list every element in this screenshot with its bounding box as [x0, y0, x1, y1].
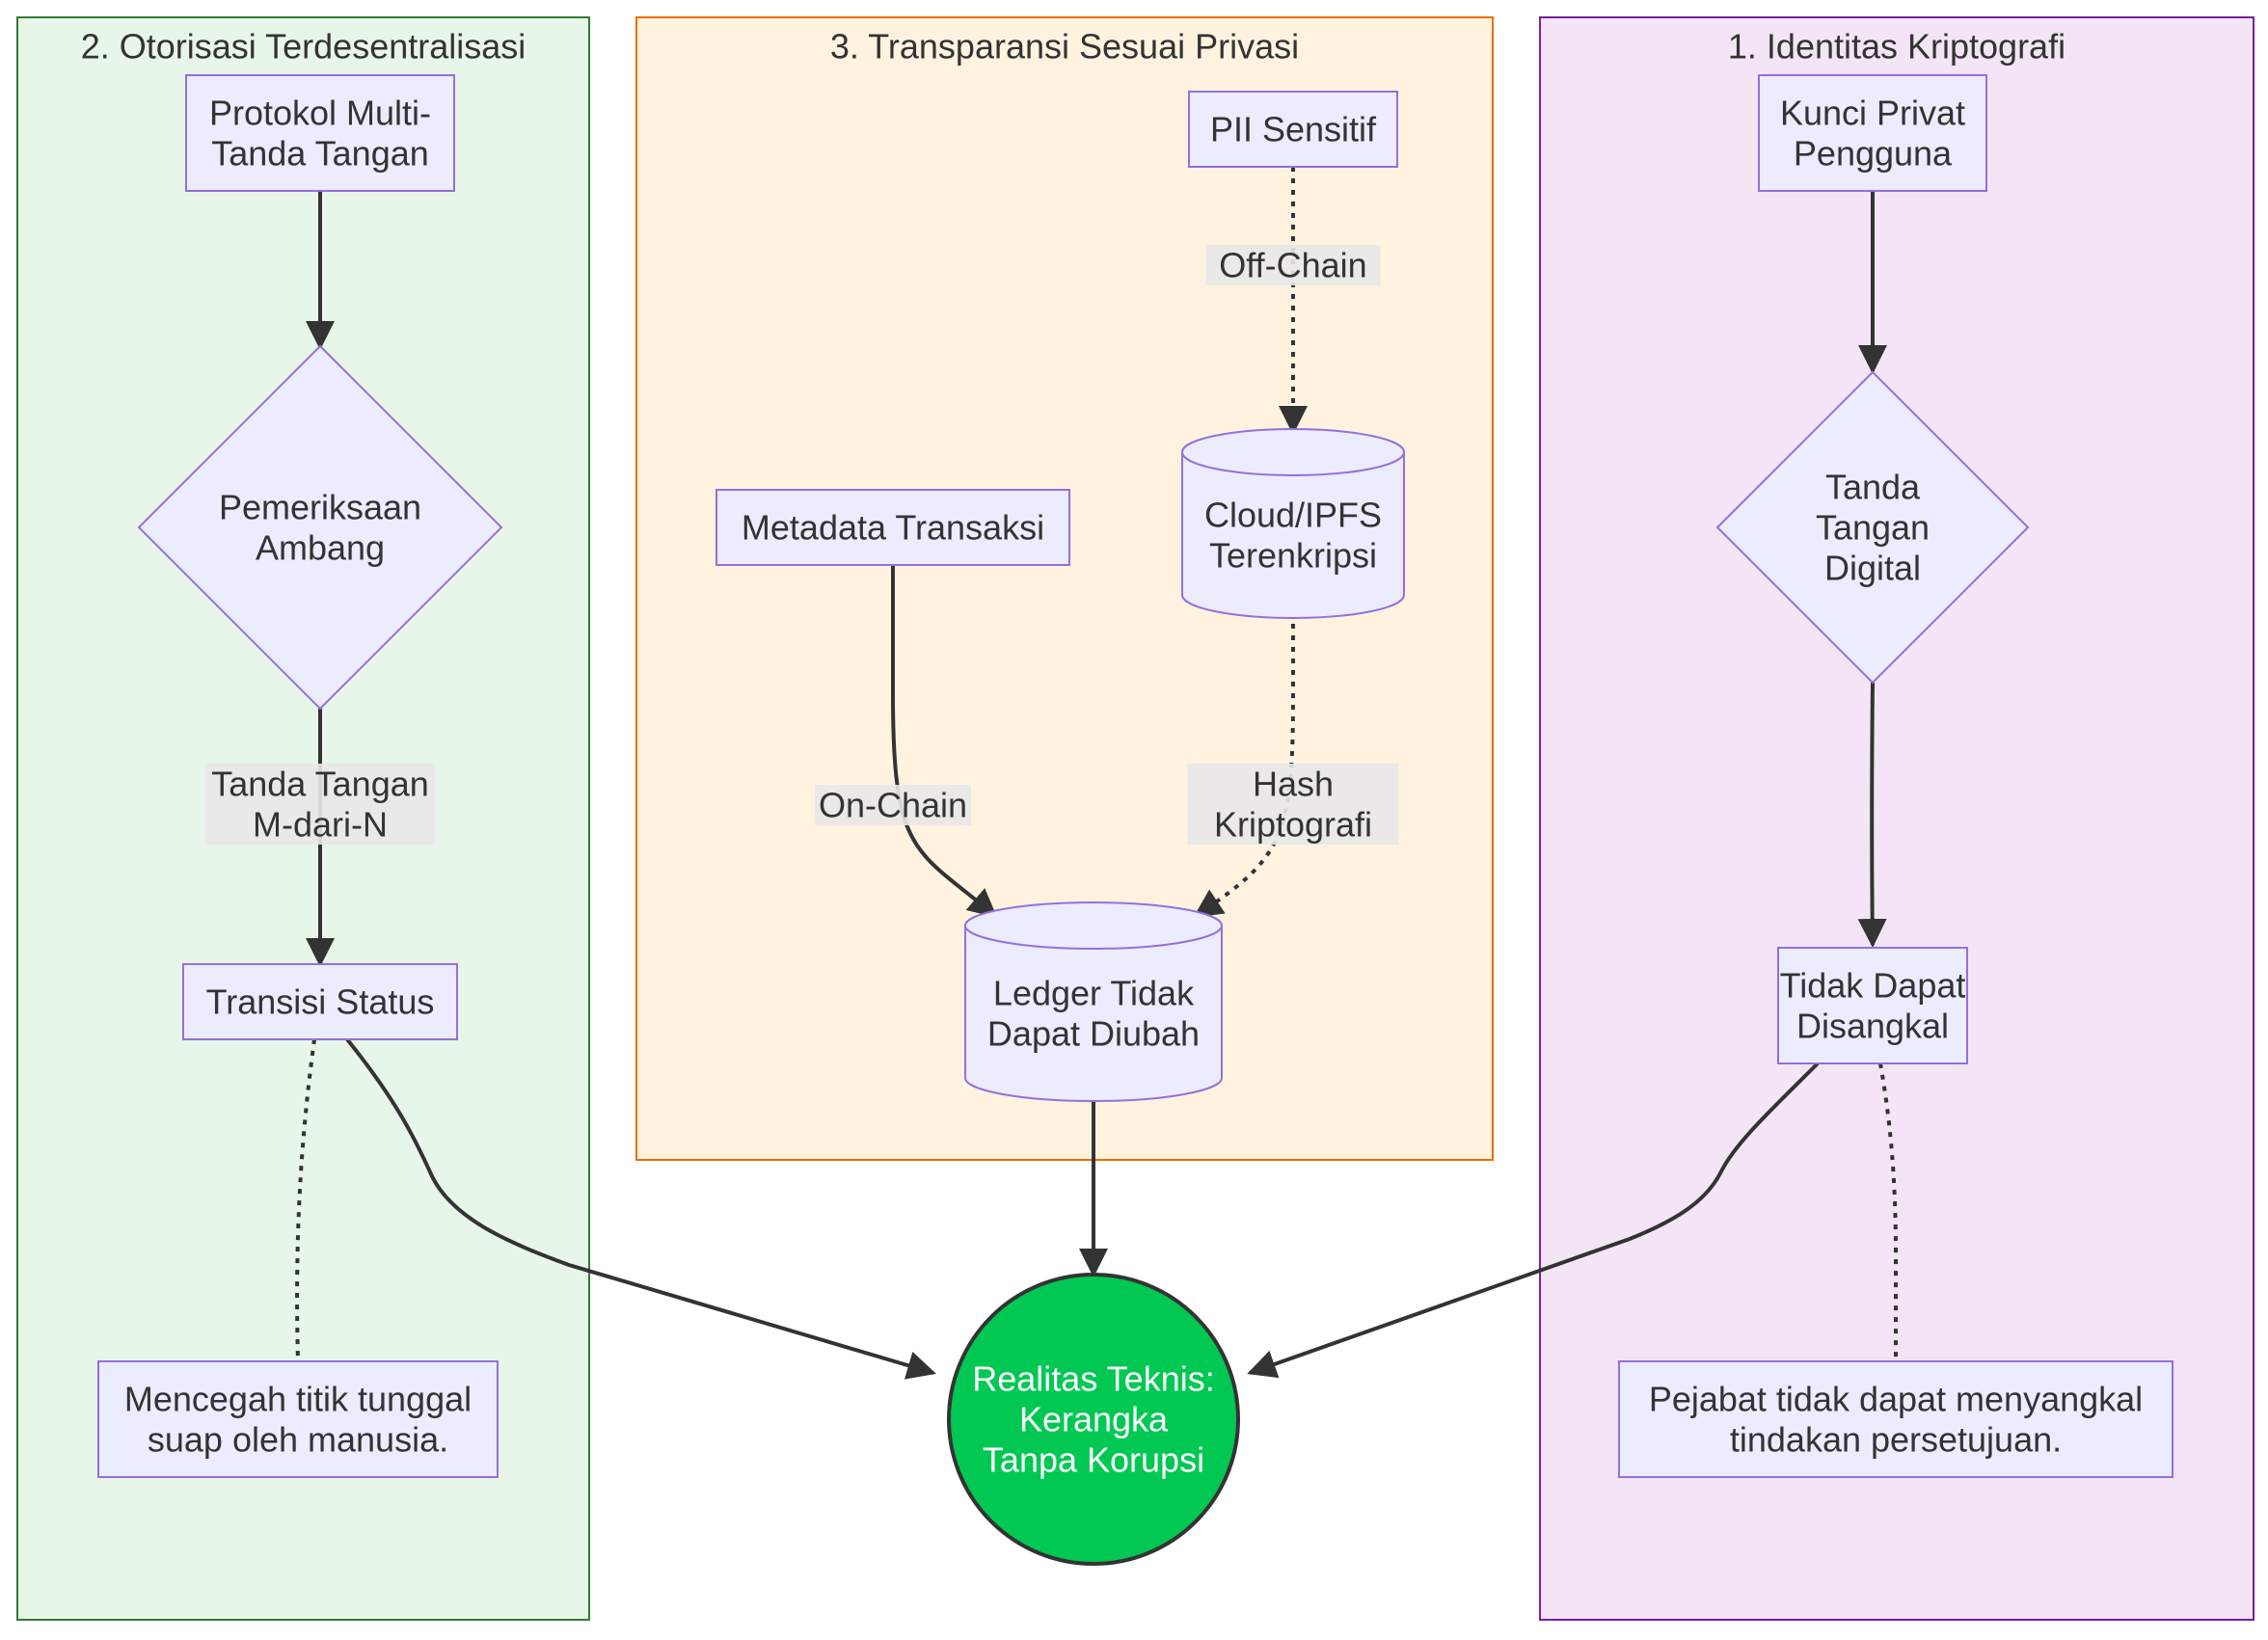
node-multisig: Protokol Multi-Tanda Tangan [185, 74, 455, 192]
node-final-line-3: Tanpa Korupsi [983, 1440, 1204, 1480]
node-multisig-line-1: Protokol Multi- [209, 94, 431, 133]
edge-state-to-bribe [295, 1038, 316, 1362]
node-bribe-line-2: suap oleh manusia. [148, 1420, 448, 1460]
edge-label-pii-line-1: Off-Chain [1219, 246, 1366, 285]
edge-label-bg [1205, 245, 1381, 285]
edge-label-meta-to-ledger: On-Chain [815, 785, 971, 825]
node-multisig-shape [185, 74, 455, 192]
node-state-line-1: Transisi Status [206, 982, 435, 1022]
group-g3-title: 3. Transparansi Sesuai Privasi [830, 27, 1299, 67]
node-privkey-shape [1758, 74, 1987, 192]
node-pii: PII Sensitif [1188, 91, 1398, 168]
node-ledger-line-1: Ledger Tidak [993, 974, 1195, 1013]
edge-nonrep-to-final [1247, 1062, 1820, 1379]
group-g2-title: 2. Otorisasi Terdesentralisasi [81, 27, 526, 67]
node-threshold-line-1: Pemeriksaan [219, 488, 421, 527]
edges [295, 167, 1898, 1380]
node-cloud-rim [1181, 451, 1405, 476]
node-cloud-line-2: Terenkripsi [1209, 536, 1377, 576]
edge-label-bg [815, 785, 971, 825]
node-official-shape [1618, 1360, 2174, 1478]
edge-sig-to-nonrep [1857, 682, 1887, 948]
node-meta: Metadata Transaksi [716, 489, 1070, 566]
node-sig-line-3: Digital [1824, 549, 1921, 588]
edge-label-cloud-line-2: Kriptografi [1214, 805, 1372, 845]
nodes: Protokol Multi-Tanda TanganPemeriksaanAm… [97, 74, 2174, 1566]
node-multisig-line-2: Tanda Tangan [211, 134, 429, 174]
node-sig-line-2: Tangan [1816, 508, 1930, 548]
node-meta-line-1: Metadata Transaksi [742, 508, 1044, 548]
node-final-shape [947, 1273, 1240, 1566]
node-pii-shape [1188, 91, 1398, 168]
node-final-line-1: Realitas Teknis: [972, 1359, 1214, 1399]
node-nonrep-line-2: Disangkal [1796, 1007, 1949, 1046]
node-state-shape [182, 963, 458, 1040]
edge-label-pii-to-cloud: Off-Chain [1205, 245, 1381, 285]
node-privkey-line-1: Kunci Privat [1780, 94, 1965, 133]
node-cloud-line-1: Cloud/IPFS [1204, 496, 1382, 535]
node-meta-shape [716, 489, 1070, 566]
edge-label-threshold-line-2: M-dari-N [253, 805, 388, 845]
node-bribe-shape [97, 1360, 499, 1478]
node-cloud-shape [1181, 428, 1405, 619]
edge-nonrep-to-official [1878, 1062, 1898, 1361]
edge-label-cloud-line-1: Hash [1253, 765, 1334, 804]
node-nonrep-line-1: Tidak Dapat [1780, 966, 1966, 1006]
node-final-line-2: Kerangka [1019, 1400, 1169, 1439]
node-privkey-line-2: Pengguna [1794, 134, 1953, 174]
edge-label-meta-line-1: On-Chain [819, 786, 967, 825]
node-sig-line-1: Tanda [1825, 468, 1921, 507]
node-state: Transisi Status [182, 963, 458, 1040]
node-threshold-shape [137, 344, 503, 711]
edge-label-threshold-line-1: Tanda Tangan [211, 765, 429, 804]
edge-label-bg [205, 764, 435, 845]
edge-label-bg [1187, 764, 1399, 845]
node-pii-line-1: PII Sensitif [1210, 110, 1377, 149]
node-sig-shape [1715, 370, 2030, 685]
node-ledger-rim [964, 925, 1223, 950]
node-nonrep-shape [1777, 947, 1968, 1064]
node-ledger-line-2: Dapat Diubah [987, 1014, 1200, 1054]
group-g1-title: 1. Identitas Kriptografi [1728, 27, 2066, 67]
node-bribe-line-1: Mencegah titik tunggal [124, 1380, 472, 1419]
node-official-line-2: tindakan persetujuan. [1730, 1420, 2062, 1460]
edge-state-to-final [345, 1037, 936, 1380]
edge-meta-to-ledger [891, 565, 998, 918]
node-threshold-line-2: Ambang [256, 528, 385, 568]
node-ledger-shape [964, 901, 1223, 1102]
node-official-line-1: Pejabat tidak dapat menyangkal [1649, 1380, 2143, 1419]
